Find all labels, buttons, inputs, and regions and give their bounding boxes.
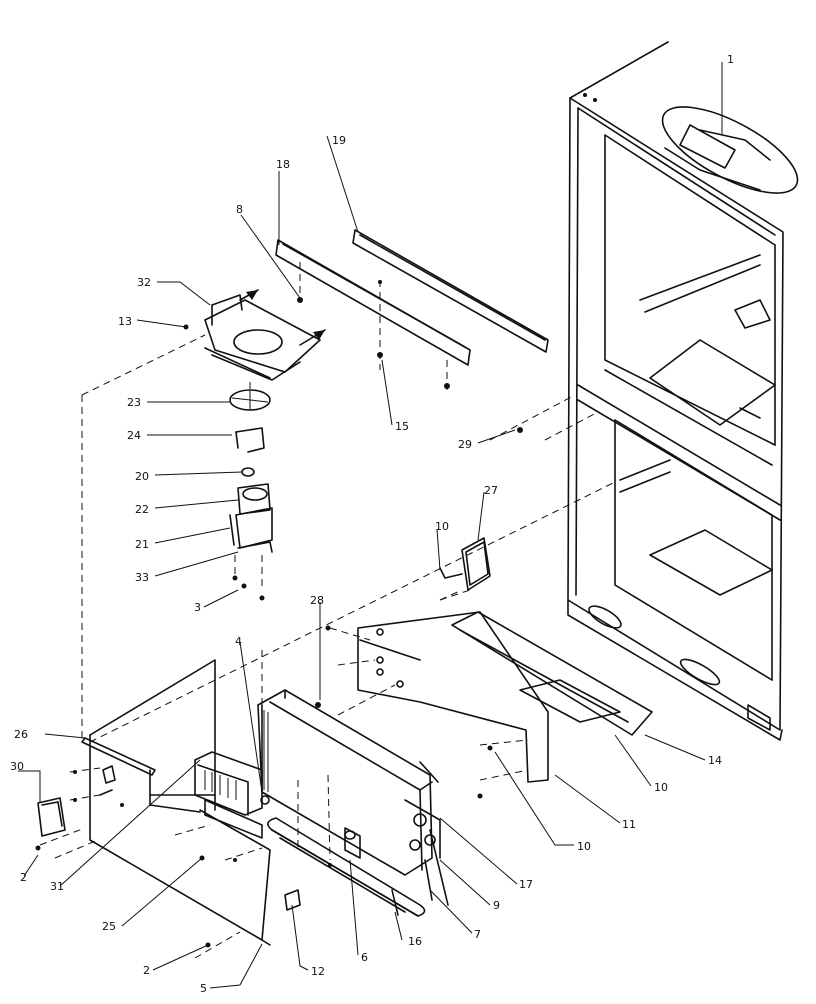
callout-3: 3	[194, 601, 201, 614]
assembly-guide-lines	[81, 334, 616, 743]
callout-4: 4	[235, 635, 242, 648]
callout-2-left: 2	[20, 871, 27, 884]
callout-9: 9	[493, 899, 500, 912]
callout-25: 25	[102, 920, 116, 933]
cover-panels	[325, 611, 653, 799]
evaporator-coil	[257, 689, 441, 876]
callout-7: 7	[474, 928, 481, 941]
callout-14: 14	[708, 754, 722, 767]
rear-access-panel	[35, 659, 271, 959]
callout-28: 28	[310, 594, 324, 607]
callout-24: 24	[127, 429, 141, 442]
callout-11: 11	[622, 818, 636, 831]
refrigerator-cabinet	[567, 41, 799, 741]
callout-labels: 1 2 2 3 4 5 6 7 8 9 10 10 10 11 12 13 14…	[10, 53, 734, 995]
callout-19: 19	[332, 134, 346, 147]
callout-30: 30	[10, 760, 24, 773]
upper-trim-rails	[275, 229, 549, 390]
callout-5: 5	[200, 982, 207, 995]
callout-2-bottom: 2	[143, 964, 150, 977]
callout-31: 31	[50, 880, 64, 893]
callout-33: 33	[135, 571, 149, 584]
control-bracket	[194, 650, 301, 911]
callout-6: 6	[361, 951, 368, 964]
callout-23: 23	[127, 396, 141, 409]
callout-13: 13	[118, 315, 132, 328]
callout-21: 21	[135, 538, 149, 551]
callout-12: 12	[311, 965, 325, 978]
callout-27: 27	[484, 484, 498, 497]
callout-10-mid: 10	[654, 781, 668, 794]
callout-10-upper: 10	[435, 520, 449, 533]
callout-22: 22	[135, 503, 149, 516]
callout-1: 1	[727, 53, 734, 66]
callout-16: 16	[408, 935, 422, 948]
callout-leaders	[18, 62, 723, 989]
callout-20: 20	[135, 470, 149, 483]
fasteners	[183, 324, 523, 601]
callout-32: 32	[137, 276, 151, 289]
callout-15: 15	[395, 420, 409, 433]
defrost-heater	[267, 817, 449, 917]
callout-18: 18	[276, 158, 290, 171]
evaporator-fan-assembly	[204, 289, 326, 601]
callout-29: 29	[458, 438, 472, 451]
part-27-bracket	[439, 537, 491, 601]
callout-17: 17	[519, 878, 533, 891]
callout-26: 26	[14, 728, 28, 741]
callout-8: 8	[236, 203, 243, 216]
callout-10-low: 10	[577, 840, 591, 853]
